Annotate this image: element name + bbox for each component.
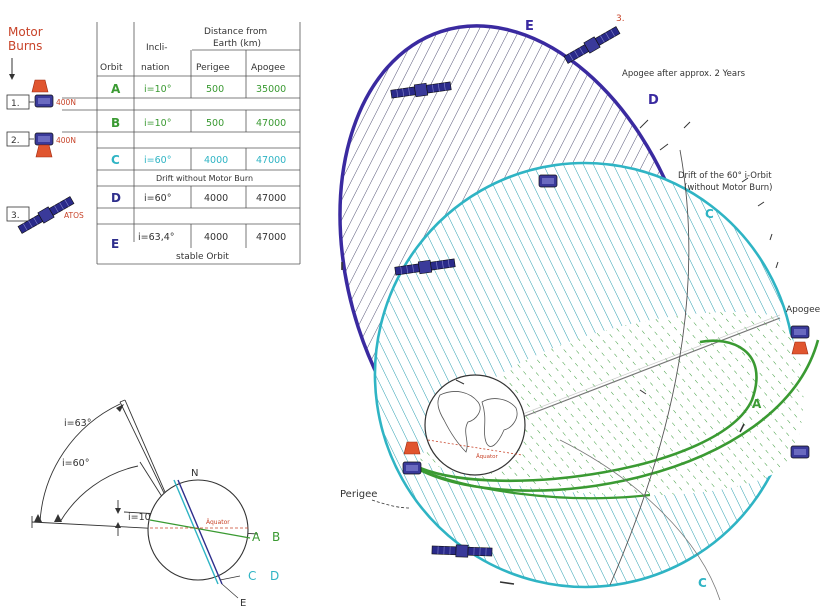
incl-label-a: A: [252, 530, 261, 544]
apogee-note: Apogee after approx. 2 Years: [622, 69, 746, 79]
orbit-main-diagram: Äquator E D C C A 3. Apogee after approx…: [338, 14, 821, 601]
burn-1-satellite-icon: [34, 94, 54, 108]
incl-label-c: C: [248, 569, 256, 583]
satellite-icon: [562, 24, 622, 66]
row-b-apogee: 47000: [256, 118, 286, 129]
table-row: A i=10° 500 35000: [111, 82, 286, 96]
step-3-label: 3.: [616, 14, 625, 24]
drift-arrows: [341, 119, 779, 585]
row-b-incl: i=10°: [144, 118, 171, 129]
row-c-perigee: 4000: [204, 155, 228, 166]
arrow-icon: [54, 514, 62, 522]
burn-2-satellite-icon: [34, 132, 54, 146]
orbit-label-c-upper: C: [705, 207, 714, 221]
header-distance-2: Earth (km): [213, 39, 261, 49]
row-e-orbit: E: [111, 237, 119, 251]
burn-step-1: 1.: [11, 99, 20, 109]
motor-burns-legend: Motor Burns 1. 400N 2. 400N 3. ATOS: [6, 25, 84, 236]
incl-label-e: E: [240, 598, 246, 608]
row-d-orbit: D: [111, 191, 121, 205]
row-e-apogee: 47000: [256, 232, 286, 243]
table-row: C i=60° 4000 47000 Drift without Motor B…: [111, 153, 286, 183]
row-d-incl: i=60°: [144, 193, 171, 204]
arrow-icon: [116, 404, 124, 412]
drift-note-1: Drift of the 60° i-Orbit: [678, 171, 772, 181]
orbit-label-e: E: [525, 19, 534, 34]
satellite-icon: [538, 174, 558, 188]
row-a-apogee: 35000: [256, 84, 286, 95]
row-d-perigee: 4000: [204, 193, 228, 204]
row-c-apogee: 47000: [256, 155, 286, 166]
satellite-icon: [402, 461, 422, 475]
perigee-label: Perigee: [340, 489, 377, 500]
row-c-incl: i=60°: [144, 155, 171, 166]
incl-label-b: B: [272, 530, 280, 544]
header-apogee: Apogee: [251, 63, 286, 73]
row-e-perigee: 4000: [204, 232, 228, 243]
nozzle-icon: [791, 341, 809, 355]
burn-1-nozzle-icon: [31, 79, 49, 93]
row-c-orbit: C: [111, 153, 120, 167]
equator-label: Äquator: [206, 519, 230, 526]
row-b-orbit: B: [111, 116, 120, 130]
orbit-table: Orbit Incli- nation Distance from Earth …: [62, 22, 301, 265]
satellite-icon: [790, 445, 810, 459]
row-a-orbit: A: [111, 82, 121, 96]
row-e-note: stable Orbit: [176, 252, 229, 262]
arrow-icon: [34, 514, 42, 522]
header-inclination-1: Incli-: [146, 43, 168, 53]
table-row: E i=63,4° 4000 47000 stable Orbit: [111, 232, 286, 262]
row-c-note: Drift without Motor Burn: [156, 174, 253, 183]
header-distance-1: Distance from: [204, 27, 267, 37]
drift-note-2: (without Motor Burn): [684, 183, 773, 193]
burn-step-3: 3.: [11, 211, 20, 221]
row-a-perigee: 500: [206, 84, 224, 95]
orbit-label-a: A: [752, 397, 762, 411]
angle-60-label: i=60°: [62, 458, 89, 469]
inclination-diagram: i=63° i=60° i=10° N Äquator A B C D E: [31, 399, 280, 609]
orbit-label-c-lower: C: [698, 576, 707, 590]
table-row: D i=60° 4000 47000: [111, 191, 286, 205]
row-e-incl: i=63,4°: [138, 232, 175, 243]
angle-63-label: i=63°: [64, 418, 91, 429]
arrow-icon: [115, 508, 121, 514]
motor-burns-title-1: Motor: [8, 25, 43, 39]
row-d-apogee: 47000: [256, 193, 286, 204]
apogee-right-label: Apogee: [786, 305, 821, 315]
earth-circle: [147, 479, 249, 581]
burn-1-label: 400N: [56, 98, 76, 107]
header-inclination-2: nation: [141, 63, 169, 73]
orbit-label-d: D: [648, 93, 659, 108]
orbit-a: [419, 339, 758, 483]
header-perigee: Perigee: [196, 63, 230, 73]
header-orbit: Orbit: [100, 63, 123, 73]
burn-2-nozzle-icon: [35, 144, 53, 158]
earth-equator-label: Äquator: [476, 453, 499, 460]
table-row: B i=10° 500 47000: [111, 116, 286, 130]
nozzle-icon: [403, 441, 421, 455]
north-label: N: [191, 468, 198, 479]
satellite-icon: [790, 325, 810, 339]
incl-label-d: D: [270, 569, 279, 583]
row-a-incl: i=10°: [144, 84, 171, 95]
burn-2-label: 400N: [56, 136, 76, 145]
down-arrow-icon: [9, 74, 15, 80]
burn-3-label: ATOS: [64, 211, 84, 220]
arrow-icon: [115, 522, 121, 528]
motor-burns-title-2: Burns: [8, 39, 42, 53]
row-b-perigee: 500: [206, 118, 224, 129]
burn-step-2: 2.: [11, 136, 20, 146]
angle-10-label: i=10°: [128, 512, 155, 523]
